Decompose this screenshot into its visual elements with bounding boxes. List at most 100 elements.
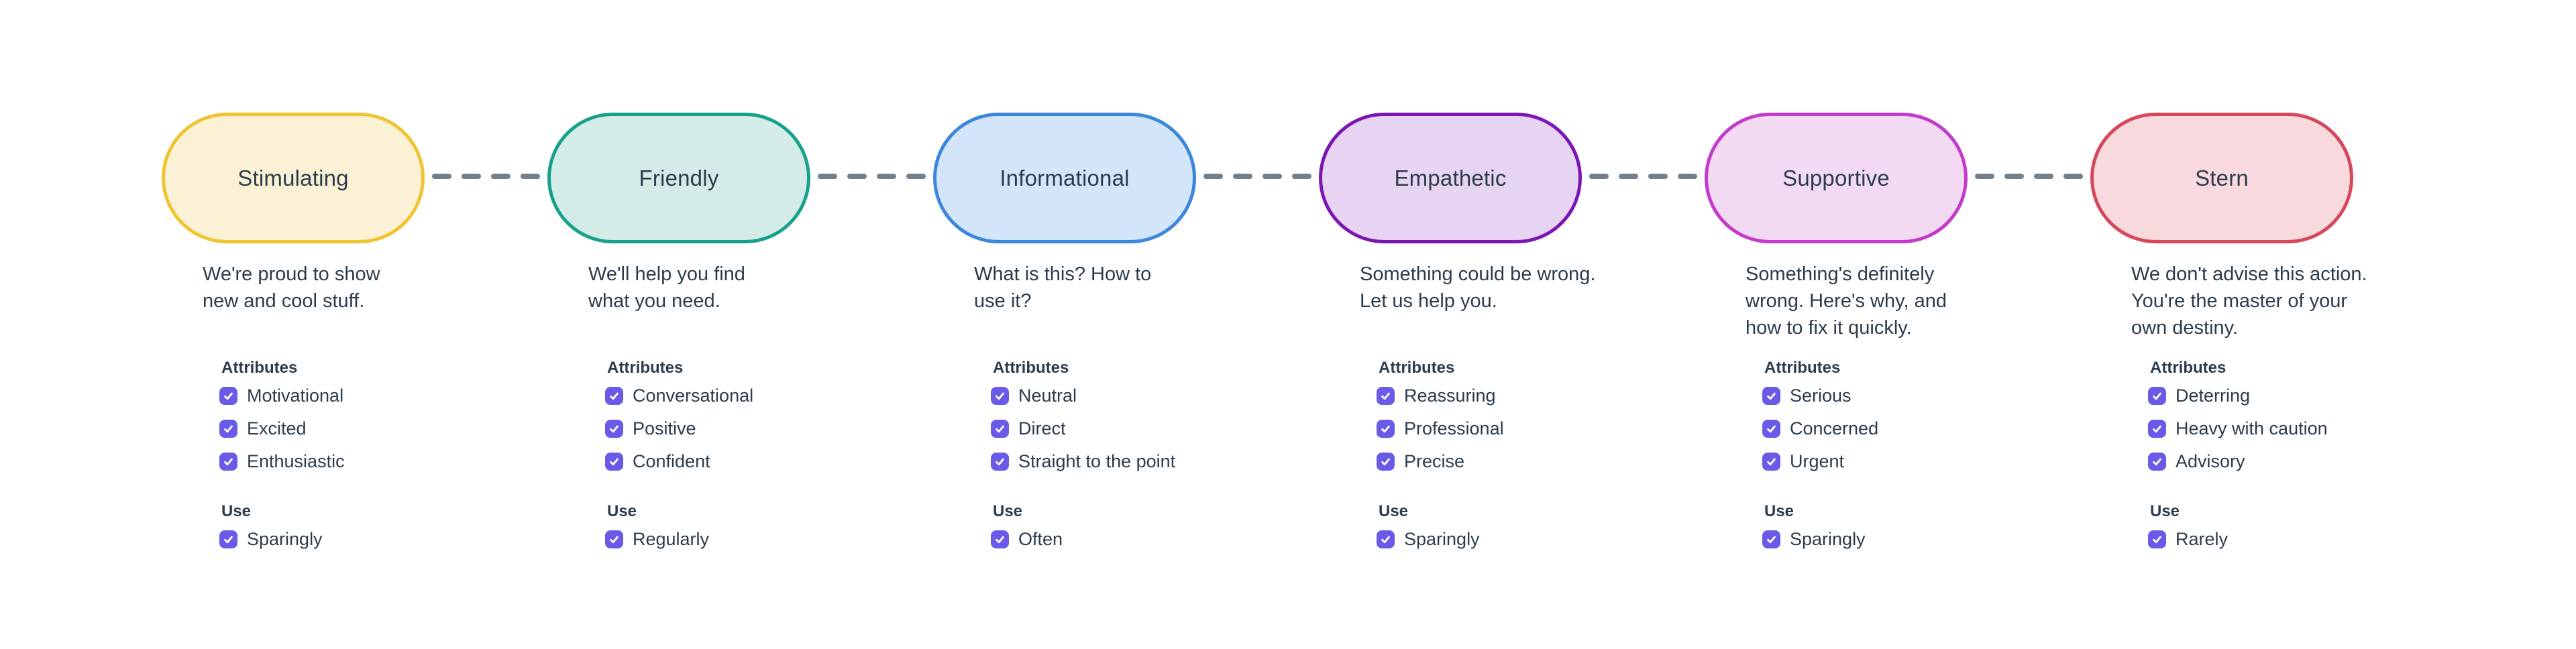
dash-segment (1589, 174, 1609, 179)
dash-segment (521, 174, 540, 179)
checkbox-checked-icon[interactable] (2148, 420, 2166, 438)
attribute-label: Urgent (1790, 451, 1845, 471)
attribute-item: Direct (991, 412, 1299, 445)
checkbox-checked-icon[interactable] (219, 420, 237, 438)
dash-segment (906, 174, 926, 179)
tone-description: We don't advise this action. You're the … (2131, 263, 2367, 339)
attribute-item: Serious (1762, 379, 2071, 412)
checkbox-checked-icon[interactable] (605, 420, 623, 438)
tone-description: What is this? How to use it? (974, 263, 1152, 312)
tone-details: Attributes Neutral Direct Straight to th… (991, 358, 1299, 556)
checkbox-checked-icon[interactable] (2148, 387, 2166, 405)
attribute-item: Conversational (605, 379, 914, 412)
checkbox-checked-icon[interactable] (1377, 420, 1395, 438)
checkbox-checked-icon[interactable] (2148, 530, 2166, 548)
attributes-heading: Attributes (221, 359, 298, 377)
use-item: Often (991, 523, 1299, 556)
dash-segment (1619, 174, 1638, 179)
tone-pill: Friendly (547, 113, 810, 243)
use-label: Rarely (2176, 529, 2229, 549)
connector-dashed-line (1975, 174, 2083, 179)
checkbox-checked-icon[interactable] (1377, 387, 1395, 405)
use-heading: Use (993, 502, 1023, 520)
tone-column-empathetic: Empathetic Something could be wrong. Let… (1319, 0, 1695, 649)
checkbox-checked-icon[interactable] (1762, 387, 1780, 405)
attribute-item: Deterring (2148, 379, 2457, 412)
attribute-label: Deterring (2176, 386, 2251, 406)
tone-column-stern: Stern We don't advise this action. You'r… (2090, 0, 2466, 649)
attribute-label: Excited (247, 418, 307, 438)
checkbox-checked-icon[interactable] (991, 420, 1009, 438)
dash-segment (1203, 174, 1223, 179)
attribute-item: Precise (1377, 445, 1685, 478)
checkbox-checked-icon[interactable] (991, 530, 1009, 548)
tone-name: Stern (2195, 165, 2249, 190)
dash-segment (818, 174, 837, 179)
connector-dashed-line (1203, 174, 1311, 179)
checkbox-checked-icon[interactable] (1377, 530, 1395, 548)
checkbox-checked-icon[interactable] (1762, 453, 1780, 471)
attribute-item: Advisory (2148, 445, 2457, 478)
use-heading: Use (2150, 502, 2180, 520)
attribute-label: Conversational (633, 386, 754, 406)
checkbox-checked-icon[interactable] (991, 453, 1009, 471)
use-heading: Use (607, 502, 637, 520)
use-item: Sparingly (1377, 523, 1685, 556)
attribute-item: Motivational (219, 379, 528, 412)
checkbox-checked-icon[interactable] (605, 387, 623, 405)
use-label: Sparingly (1790, 529, 1866, 549)
attribute-item: Straight to the point (991, 445, 1299, 478)
attribute-label: Serious (1790, 386, 1851, 406)
tone-description: We're proud to show new and cool stuff. (203, 263, 380, 312)
use-label: Regularly (633, 529, 710, 549)
tone-name: Supportive (1782, 165, 1890, 190)
attribute-item: Urgent (1762, 445, 2071, 478)
use-label: Often (1018, 529, 1063, 549)
dash-segment (1975, 174, 1994, 179)
checkbox-checked-icon[interactable] (1762, 530, 1780, 548)
tone-name: Informational (1000, 165, 1130, 190)
tone-column-stimulating: Stimulating We're proud to show new and … (162, 0, 537, 649)
dash-segment (1648, 174, 1668, 179)
tone-name: Stimulating (237, 165, 349, 190)
tone-pill: Empathetic (1319, 113, 1582, 243)
checkbox-checked-icon[interactable] (1762, 420, 1780, 438)
checkbox-checked-icon[interactable] (219, 530, 237, 548)
attribute-item: Professional (1377, 412, 1685, 445)
checkbox-checked-icon[interactable] (605, 453, 623, 471)
dash-segment (2004, 174, 2024, 179)
attribute-item: Concerned (1762, 412, 2071, 445)
checkbox-checked-icon[interactable] (605, 530, 623, 548)
attribute-label: Advisory (2176, 451, 2245, 471)
dash-segment (1678, 174, 1697, 179)
checkbox-checked-icon[interactable] (991, 387, 1009, 405)
checkbox-checked-icon[interactable] (2148, 453, 2166, 471)
attribute-item: Heavy with caution (2148, 412, 2457, 445)
attributes-heading: Attributes (607, 359, 684, 377)
attribute-label: Concerned (1790, 418, 1879, 438)
tone-column-friendly: Friendly We'll help you find what you ne… (547, 0, 923, 649)
checkbox-checked-icon[interactable] (1377, 453, 1395, 471)
tone-name: Friendly (639, 165, 719, 190)
dash-segment (847, 174, 867, 179)
attribute-label: Neutral (1018, 386, 1077, 406)
use-heading: Use (1764, 502, 1794, 520)
connector-dashed-line (432, 174, 540, 179)
dash-segment (491, 174, 511, 179)
dash-segment (1292, 174, 1311, 179)
tone-details: Attributes Serious Concerned Urgent Use … (1762, 358, 2071, 556)
tone-column-informational: Informational What is this? How to use i… (933, 0, 1309, 649)
attribute-label: Precise (1404, 451, 1465, 471)
attribute-item: Enthusiastic (219, 445, 528, 478)
attributes-heading: Attributes (1764, 359, 1841, 377)
use-heading: Use (1379, 502, 1409, 520)
checkbox-checked-icon[interactable] (219, 387, 237, 405)
dash-segment (432, 174, 451, 179)
tone-description: We'll help you find what you need. (588, 263, 745, 312)
dash-segment (462, 174, 481, 179)
checkbox-checked-icon[interactable] (219, 453, 237, 471)
attribute-label: Confident (633, 451, 710, 471)
dash-segment (1263, 174, 1282, 179)
tone-details: Attributes Deterring Heavy with caution … (2148, 358, 2457, 556)
